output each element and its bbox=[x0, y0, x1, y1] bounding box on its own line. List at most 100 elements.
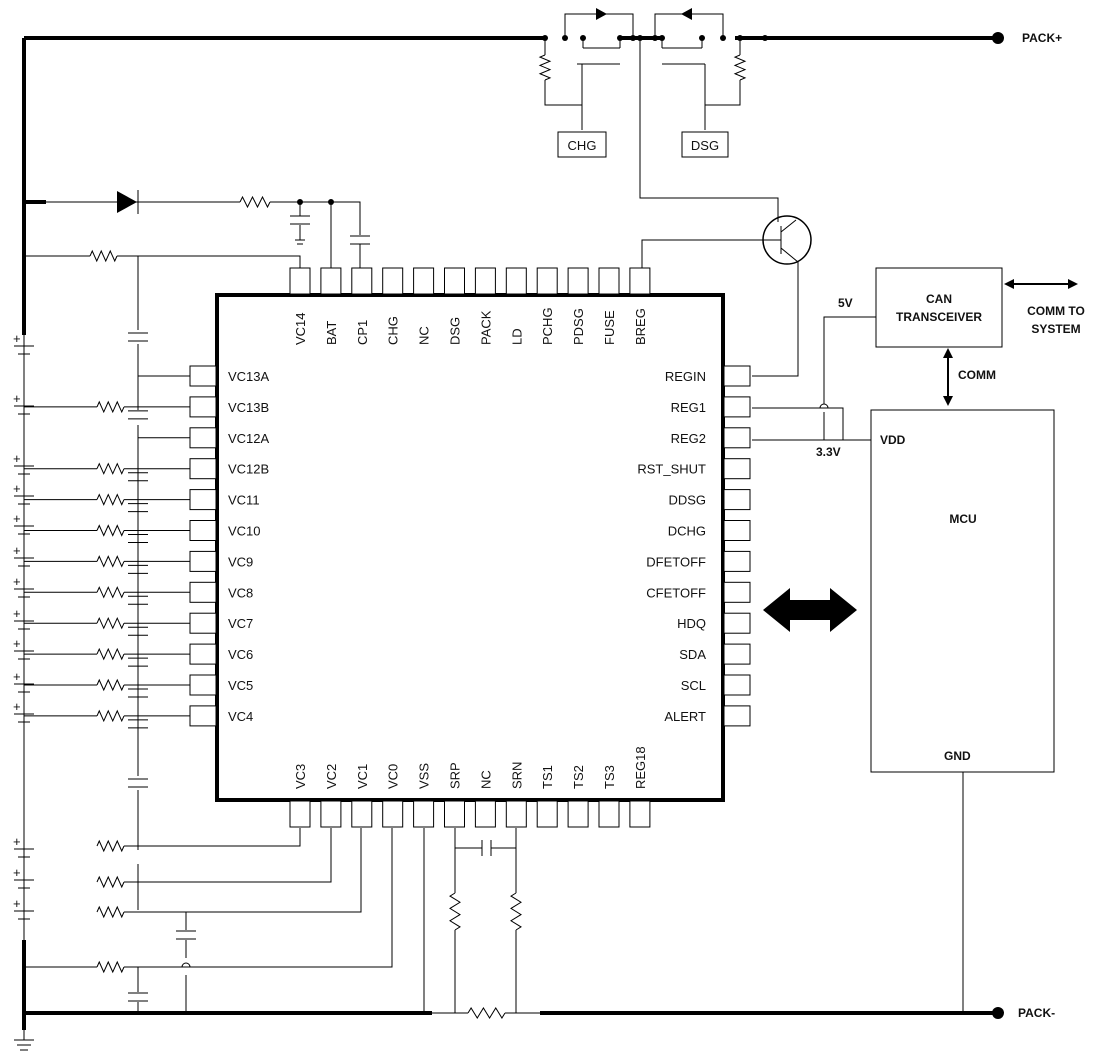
bjt-transistor bbox=[641, 215, 812, 377]
junction-dot bbox=[562, 35, 568, 41]
pack-minus-label: PACK- bbox=[1018, 1006, 1055, 1020]
junction-dot bbox=[542, 35, 548, 41]
bq-ic-body bbox=[215, 293, 725, 802]
cell-plus-sign: + bbox=[13, 451, 21, 466]
pin-label-breg: BREG bbox=[633, 308, 648, 345]
pin-label-dsg: DSG bbox=[448, 317, 463, 345]
pin-vc11 bbox=[189, 489, 217, 511]
pin-label-vc0: VC0 bbox=[386, 764, 401, 789]
pin-pchg bbox=[536, 267, 558, 295]
junction-dot bbox=[762, 35, 768, 41]
pin-vss bbox=[413, 800, 435, 828]
junction-dot bbox=[659, 35, 665, 41]
capacitor-cell-filter bbox=[128, 534, 148, 543]
capacitor-cell-filter bbox=[128, 503, 148, 513]
pin-breg bbox=[629, 267, 651, 295]
pin-hdq bbox=[723, 612, 751, 634]
pin-label-reg18: REG18 bbox=[633, 746, 648, 789]
pin-srn bbox=[505, 800, 527, 828]
pin-label-hdq: HDQ bbox=[677, 616, 706, 631]
cell-stack: ++++++++++++++ bbox=[13, 331, 190, 920]
resistor-srp bbox=[449, 892, 461, 931]
pin-pack bbox=[474, 267, 496, 295]
pin-label-vc12b: VC12B bbox=[228, 462, 269, 477]
pin-fuse bbox=[598, 267, 620, 295]
pin-label-ld: LD bbox=[509, 328, 524, 345]
pin-label-reg2: REG2 bbox=[671, 431, 706, 446]
body-diode-dsg bbox=[681, 8, 692, 20]
pin-label-scl: SCL bbox=[681, 678, 706, 693]
pin-label-nc: NC bbox=[417, 326, 432, 345]
cell-plus-sign: + bbox=[13, 896, 21, 911]
resistor-bat-feed bbox=[239, 195, 271, 209]
pin-label-cp1: CP1 bbox=[355, 320, 370, 345]
resistor-vc14-feed bbox=[89, 249, 118, 263]
pin-vc6 bbox=[189, 643, 217, 665]
comm-system-1: COMM TO bbox=[1027, 304, 1085, 318]
pin-label-ts3: TS3 bbox=[602, 765, 617, 789]
pin-ts2 bbox=[567, 800, 589, 828]
terminals: PACK+ PACK- bbox=[992, 31, 1062, 1020]
pin-vc14 bbox=[289, 267, 311, 295]
top-feed-network bbox=[24, 201, 361, 268]
pin-label-vc6: VC6 bbox=[228, 647, 253, 662]
can-transceiver: CAN TRANSCEIVER 5V bbox=[752, 267, 1003, 441]
junction-dot bbox=[637, 35, 643, 41]
pin-label-rst-shut: RST_SHUT bbox=[637, 462, 706, 477]
pin-vc13a bbox=[189, 365, 217, 387]
pin-vc7 bbox=[189, 612, 217, 634]
pin-label-reg1: REG1 bbox=[671, 400, 706, 415]
pin-vc12b bbox=[189, 458, 217, 480]
can-supply-label: 5V bbox=[838, 296, 853, 310]
mcu-vdd-label: VDD bbox=[880, 433, 906, 447]
pin-reg2 bbox=[723, 427, 751, 449]
pack-plus-terminal bbox=[992, 32, 1004, 44]
cell-plus-sign: + bbox=[13, 699, 21, 714]
comm-arrows: COMM TO SYSTEM COMM bbox=[763, 279, 1085, 632]
capacitor-bat-filter bbox=[290, 215, 310, 225]
pin-vc12a bbox=[189, 427, 217, 449]
resistor-vc2 bbox=[96, 875, 125, 889]
cell-plus-sign: + bbox=[13, 511, 21, 526]
pin-label-vc3: VC3 bbox=[293, 764, 308, 789]
resistor-sense bbox=[467, 1007, 506, 1019]
mcu-gnd-label: GND bbox=[944, 749, 971, 763]
resistor-vc0 bbox=[96, 960, 125, 974]
pin-scl bbox=[723, 674, 751, 696]
can-label-1: CAN bbox=[926, 292, 952, 306]
passive-components bbox=[89, 8, 829, 1019]
wiring bbox=[22, 36, 996, 1030]
pin-vc1 bbox=[351, 800, 373, 828]
resistor-cell-tap bbox=[96, 616, 125, 630]
pin-label-pdsg: PDSG bbox=[571, 308, 586, 345]
wire-crossover bbox=[181, 962, 191, 968]
pin-label-vc10: VC10 bbox=[228, 524, 261, 539]
bidirectional-bus-arrow bbox=[763, 588, 857, 632]
pack-minus-terminal bbox=[992, 1007, 1004, 1019]
mcu-supply-label: 3.3V bbox=[816, 445, 841, 459]
pin-label-srn: SRN bbox=[509, 762, 524, 789]
junction-dot bbox=[328, 199, 334, 205]
right-pins: REGINREG1REG2RST_SHUTDDSGDCHGDFETOFFCFET… bbox=[637, 365, 751, 727]
pin-label-ddsg: DDSG bbox=[668, 493, 706, 508]
pin-label-vc9: VC9 bbox=[228, 554, 253, 569]
pin-label-regin: REGIN bbox=[665, 369, 706, 384]
cell-plus-sign: + bbox=[13, 481, 21, 496]
capacitor-cell-filter bbox=[128, 688, 148, 698]
capacitor-cell-filter bbox=[128, 626, 148, 636]
junction-dot bbox=[699, 35, 705, 41]
resistor-cell-tap bbox=[96, 586, 125, 599]
resistor-dsg-gate bbox=[733, 54, 747, 81]
pin-label-chg: CHG bbox=[386, 316, 401, 345]
capacitor-cell-filter bbox=[128, 564, 148, 574]
pin-sda bbox=[723, 643, 751, 665]
dsg-box-label: DSG bbox=[691, 138, 719, 153]
pin-label-pchg: PCHG bbox=[540, 307, 555, 345]
resistor-cell-tap bbox=[96, 400, 125, 414]
pin-vc4 bbox=[189, 705, 217, 727]
pin-nc bbox=[474, 800, 496, 828]
pin-label-vc7: VC7 bbox=[228, 616, 253, 631]
